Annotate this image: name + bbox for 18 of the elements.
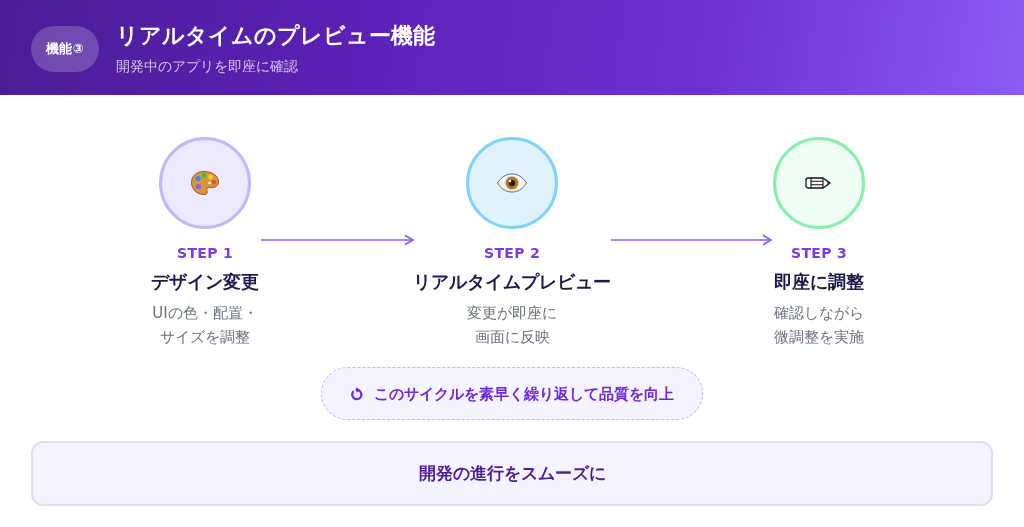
step-description: 変更が即座に画面に反映	[466, 303, 558, 348]
arrow	[610, 234, 772, 246]
step-label: STEP 3	[791, 244, 847, 262]
step-title: デザイン変更	[151, 270, 259, 294]
header-band	[0, 0, 1024, 95]
note-text: このサイクルを素早く繰り返して品質を向上	[374, 383, 674, 404]
step-description: UIの色・配置・サイズを調整	[151, 303, 259, 348]
step-title: 即座に調整	[774, 270, 864, 294]
step-title: リアルタイムプレビュー	[413, 270, 611, 294]
step-label: STEP 2	[484, 244, 540, 262]
summary-banner: 開発の進行をスムーズに	[31, 441, 993, 506]
heading: リアルタイムのプレビュー機能	[116, 21, 435, 50]
step-label: STEP 1	[177, 244, 233, 262]
subheading: 開発中のアプリを即座に確認	[116, 56, 298, 76]
badge: 機能③	[31, 25, 99, 72]
step-description: 確認しながら微調整を実施	[773, 303, 865, 348]
note-pill	[321, 367, 703, 420]
arrow	[260, 234, 414, 246]
